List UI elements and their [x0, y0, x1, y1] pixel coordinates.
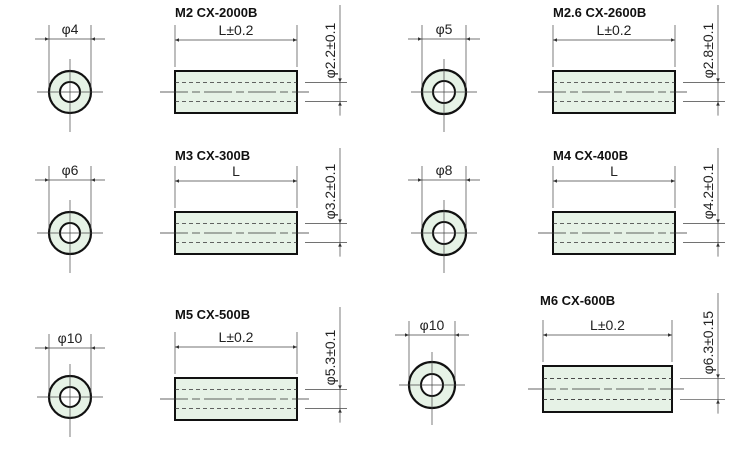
model-title: M4 CX-400B	[553, 148, 628, 163]
arrowhead	[45, 37, 49, 41]
spacer-part-4: φ10 M5 CX-500B L±0.2 φ5.3±0.1	[35, 307, 347, 437]
arrowhead	[91, 346, 95, 350]
side-view: M5 CX-500B L±0.2 φ5.3±0.1	[160, 307, 347, 423]
arrowhead	[405, 333, 409, 337]
arrowhead	[338, 242, 342, 247]
arrowhead	[338, 408, 342, 413]
inner-diameter-label: φ4.2±0.1	[700, 163, 716, 219]
end-view: φ6	[35, 162, 105, 273]
arrowhead	[91, 178, 95, 182]
arrowhead	[338, 385, 342, 390]
end-view: φ8	[408, 162, 480, 273]
inner-diameter-label: φ2.8±0.1	[700, 22, 716, 78]
arrowhead	[716, 219, 720, 224]
model-title: M3 CX-300B	[175, 148, 250, 163]
arrowhead	[293, 38, 297, 42]
side-view: M6 CX-600B L±0.2 φ6.3±0.15	[528, 293, 725, 414]
arrowhead	[338, 78, 342, 83]
arrowhead	[671, 38, 675, 42]
outer-diameter-label: φ5	[436, 21, 453, 37]
outer-diameter-label: φ10	[58, 330, 83, 346]
side-view: M2 CX-2000B L±0.2 φ2.2±0.1	[160, 5, 347, 116]
arrowhead	[543, 333, 547, 337]
arrowhead	[716, 242, 720, 247]
arrowhead	[175, 345, 179, 349]
arrowhead	[338, 219, 342, 224]
spacer-part-1: φ5 M2.6 CX-2600B L±0.2 φ2.8±0.1	[408, 5, 725, 132]
length-label: L±0.2	[219, 329, 254, 345]
arrowhead	[293, 345, 297, 349]
arrowhead	[553, 38, 557, 42]
length-label: L	[610, 163, 618, 179]
inner-diameter-label: φ5.3±0.1	[322, 329, 338, 385]
end-view: φ10	[395, 317, 469, 425]
arrowhead	[716, 374, 720, 379]
length-label: L±0.2	[590, 317, 625, 333]
arrowhead	[91, 37, 95, 41]
side-view: M2.6 CX-2600B L±0.2 φ2.8±0.1	[538, 5, 725, 116]
spacer-part-5: φ10 M6 CX-600B L±0.2 φ6.3±0.15	[395, 293, 725, 425]
arrowhead	[466, 37, 470, 41]
arrowhead	[418, 37, 422, 41]
arrowhead	[45, 346, 49, 350]
outer-diameter-label: φ4	[62, 21, 79, 37]
outer-diameter-label: φ10	[420, 317, 445, 333]
arrowhead	[418, 178, 422, 182]
arrowhead	[45, 178, 49, 182]
inner-diameter-label: φ2.2±0.1	[322, 22, 338, 78]
length-label: L±0.2	[597, 22, 632, 38]
arrowhead	[668, 333, 672, 337]
outer-diameter-label: φ8	[436, 162, 453, 178]
arrowhead	[293, 179, 297, 183]
end-view: φ10	[35, 330, 105, 437]
arrowhead	[466, 178, 470, 182]
arrowhead	[716, 78, 720, 83]
end-view: φ5	[408, 21, 480, 132]
arrowhead	[175, 179, 179, 183]
arrowhead	[175, 38, 179, 42]
inner-diameter-label: φ3.2±0.1	[322, 163, 338, 219]
length-label: L	[232, 163, 240, 179]
arrowhead	[716, 399, 720, 404]
model-title: M2.6 CX-2600B	[553, 5, 646, 20]
model-title: M6 CX-600B	[540, 293, 615, 308]
model-title: M2 CX-2000B	[175, 5, 257, 20]
arrowhead	[338, 101, 342, 106]
arrowhead	[671, 179, 675, 183]
end-view: φ4	[35, 21, 105, 132]
length-label: L±0.2	[219, 22, 254, 38]
outer-diameter-label: φ6	[62, 162, 79, 178]
arrowhead	[455, 333, 459, 337]
arrowhead	[553, 179, 557, 183]
arrowhead	[716, 101, 720, 106]
inner-diameter-label: φ6.3±0.15	[700, 311, 716, 375]
model-title: M5 CX-500B	[175, 307, 250, 322]
spacer-part-0: φ4 M2 CX-2000B L±0.2 φ2.2±0.1	[35, 5, 347, 132]
